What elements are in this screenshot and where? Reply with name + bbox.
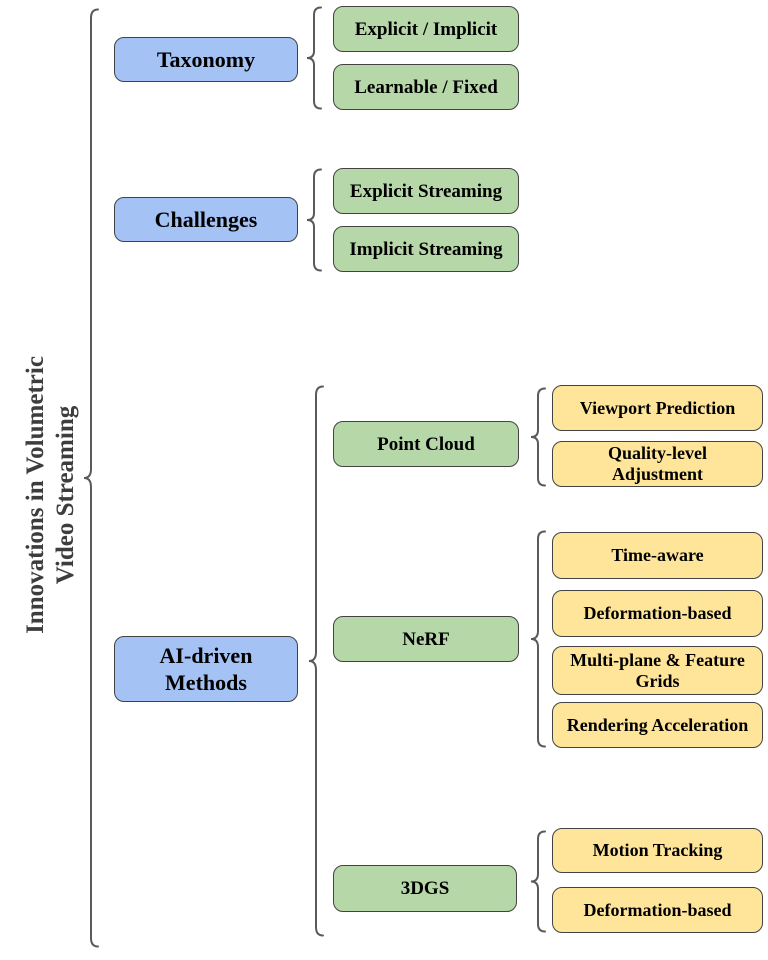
node-challenges: Challenges <box>114 197 298 242</box>
node-ai-driven-methods: AI-driven Methods <box>114 636 298 702</box>
node-implicit-streaming: Implicit Streaming <box>333 226 519 272</box>
3dgs-children-brace <box>530 830 546 933</box>
nerf-children-brace <box>530 530 546 748</box>
node-explicit-streaming: Explicit Streaming <box>333 168 519 214</box>
ai-children-brace <box>308 385 324 937</box>
root-title-line-1: Innovations in Volumetric <box>22 356 49 634</box>
node-motion-tracking: Motion Tracking <box>552 828 763 873</box>
node-3dgs: 3DGS <box>333 865 517 912</box>
node-taxonomy: Taxonomy <box>114 37 298 82</box>
node-nerf: NeRF <box>333 616 519 662</box>
root-title: Innovations in Volumetric Video Streamin… <box>21 356 81 634</box>
point-cloud-children-brace <box>530 387 546 487</box>
node-deformation-based-3dgs: Deformation-based <box>552 887 763 933</box>
node-quality-level-adjustment: Quality-level Adjustment <box>552 441 763 487</box>
node-deformation-based-nerf: Deformation-based <box>552 590 763 637</box>
node-point-cloud: Point Cloud <box>333 421 519 467</box>
node-learnable-fixed: Learnable / Fixed <box>333 64 519 110</box>
taxonomy-children-brace <box>306 6 322 110</box>
challenges-children-brace <box>306 168 322 272</box>
node-multi-plane-feature-grids: Multi-plane & Feature Grids <box>552 646 763 695</box>
root-brace <box>83 8 99 948</box>
node-viewport-prediction: Viewport Prediction <box>552 385 763 431</box>
node-time-aware: Time-aware <box>552 532 763 579</box>
root-title-line-2: Video Streaming <box>52 405 79 585</box>
node-rendering-acceleration: Rendering Acceleration <box>552 702 763 748</box>
node-explicit-implicit: Explicit / Implicit <box>333 6 519 52</box>
